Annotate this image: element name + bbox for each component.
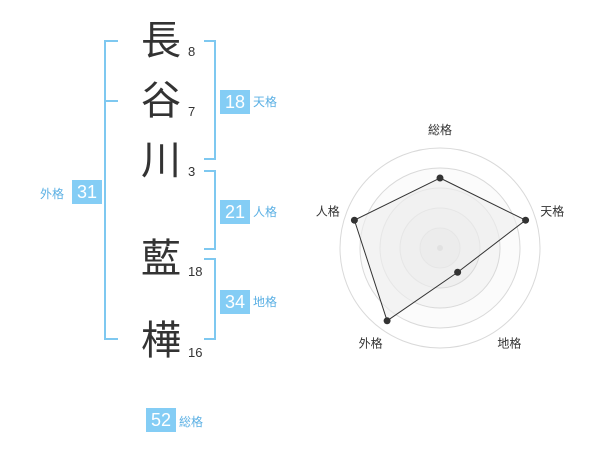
gaikaku-badge: 31 bbox=[72, 180, 102, 204]
name-char-4: 藍 bbox=[141, 236, 181, 282]
chikaku-badge: 34 bbox=[220, 290, 250, 314]
radar-series-area bbox=[353, 177, 527, 322]
stroke-count-1: 8 bbox=[188, 44, 196, 59]
radar-axis-label-2: 天格 bbox=[540, 204, 564, 219]
stroke-count-5: 16 bbox=[188, 345, 203, 360]
radar-point-3 bbox=[454, 268, 462, 276]
radar-point-5 bbox=[350, 216, 358, 224]
jinkaku-badge: 21 bbox=[220, 200, 250, 224]
gaikaku-label: 外格 bbox=[40, 187, 65, 201]
chikaku-label: 地格 bbox=[253, 295, 278, 309]
radar-axis-label-1: 総格 bbox=[428, 122, 452, 137]
stroke-count-4: 18 bbox=[188, 264, 203, 279]
tenkaku-bracket bbox=[204, 40, 216, 160]
tenkaku-label: 天格 bbox=[253, 95, 278, 109]
soukaku-badge: 52 bbox=[146, 408, 176, 432]
radar-point-2 bbox=[522, 216, 530, 224]
radar-point-4 bbox=[383, 317, 391, 325]
radar-axis-label-5: 人格 bbox=[316, 204, 340, 219]
stroke-count-3: 3 bbox=[188, 164, 196, 179]
radar-axis-label-3: 地格 bbox=[497, 335, 521, 350]
name-char-3: 川 bbox=[141, 138, 181, 184]
radar-point-1 bbox=[436, 174, 444, 182]
gaikaku-bracket bbox=[104, 40, 118, 340]
jinkaku-bracket bbox=[204, 170, 216, 250]
tenkaku-badge: 18 bbox=[220, 90, 250, 114]
jinkaku-label: 人格 bbox=[253, 205, 278, 219]
gaikaku-bracket-divider bbox=[104, 100, 118, 102]
name-char-2: 谷 bbox=[141, 78, 181, 124]
name-char-5: 樺 bbox=[141, 318, 181, 364]
soukaku-label: 総格 bbox=[179, 415, 204, 429]
chikaku-bracket bbox=[204, 258, 216, 340]
stroke-count-2: 7 bbox=[188, 104, 196, 119]
name-char-1: 長 bbox=[141, 18, 181, 64]
radar-axis-label-4: 外格 bbox=[359, 335, 383, 350]
